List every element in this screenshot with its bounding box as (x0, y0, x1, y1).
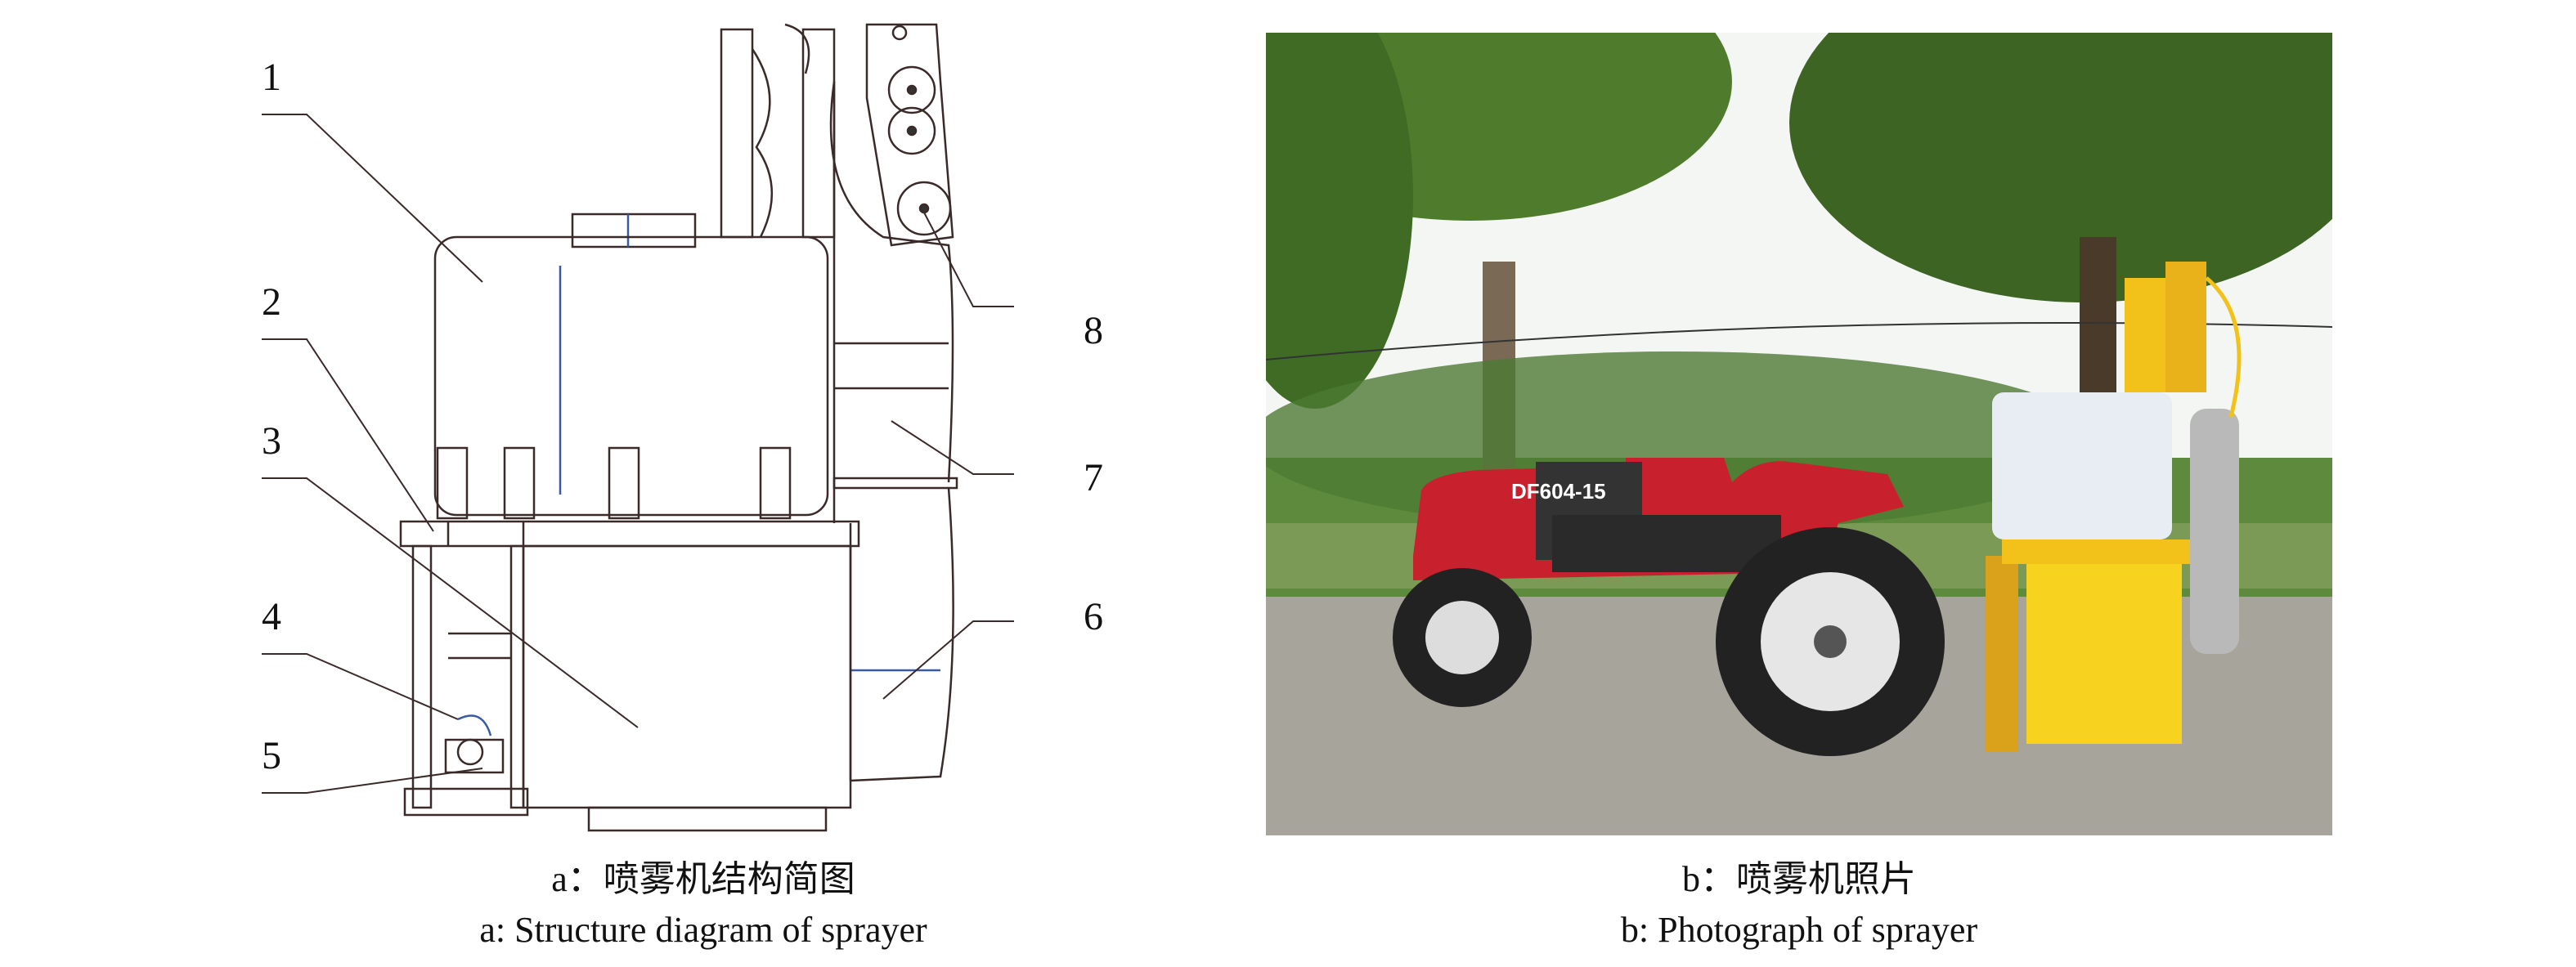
label-6: 6 (1084, 595, 1103, 638)
label-4: 4 (262, 595, 281, 638)
label-1: 1 (262, 56, 281, 99)
caption-b-cn: b：喷雾机照片 (1682, 859, 1916, 899)
sprayer-photograph: DF604-15 (1209, 0, 2378, 835)
label-2: 2 (262, 280, 281, 324)
label-3: 3 (262, 419, 281, 463)
caption-a-en: a: Structure diagram of sprayer (479, 910, 927, 950)
tractor-model-text: DF604-15 (1511, 479, 1606, 504)
label-7: 7 (1084, 456, 1103, 499)
label-5: 5 (262, 734, 281, 777)
caption-b-en: b: Photograph of sprayer (1620, 910, 1978, 950)
structure-diagram: 1 2 3 4 5 6 7 8 (245, 0, 1145, 842)
caption-a-cn: a：喷雾机结构简图 (551, 859, 855, 899)
label-8: 8 (1084, 309, 1103, 352)
